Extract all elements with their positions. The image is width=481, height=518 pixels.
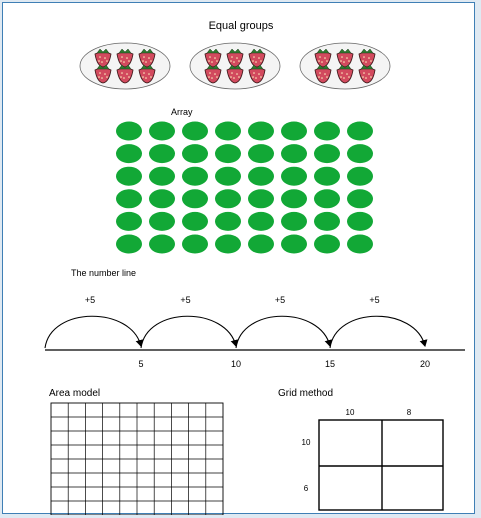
- array-dot: [182, 144, 208, 163]
- array-dot: [281, 189, 307, 208]
- array-dot: [281, 144, 307, 163]
- jump-arc: [45, 316, 141, 348]
- equal-group: [300, 43, 390, 89]
- grid-column-header: 10: [346, 408, 355, 417]
- array-title: Array: [171, 107, 193, 117]
- array-dot: [182, 167, 208, 186]
- array-dot: [182, 235, 208, 254]
- array-dot: [215, 144, 241, 163]
- equal-group: [80, 43, 170, 89]
- grid-method-table: 10 8 10 6: [302, 408, 443, 510]
- array-dot: [347, 122, 373, 141]
- array-dot: [347, 235, 373, 254]
- array-dot: [347, 212, 373, 231]
- array-dot: [248, 167, 274, 186]
- tick-label: 10: [231, 359, 241, 369]
- jump-label: +5: [85, 295, 95, 305]
- tick-label: 5: [138, 359, 143, 369]
- array-dot: [281, 122, 307, 141]
- array-dot: [281, 235, 307, 254]
- array-dot: [281, 167, 307, 186]
- array-dot: [149, 122, 175, 141]
- jump-label: +5: [275, 295, 285, 305]
- tick-label: 20: [420, 359, 430, 369]
- array-dot: [215, 189, 241, 208]
- equal-groups: [80, 43, 390, 89]
- array-dot: [314, 122, 340, 141]
- area-model-title: Area model: [49, 388, 100, 399]
- array-dot: [314, 144, 340, 163]
- grid-column-header: 8: [407, 408, 412, 417]
- array-dot: [281, 212, 307, 231]
- array-dot: [149, 144, 175, 163]
- grid-method-title: Grid method: [278, 388, 333, 399]
- array-dot: [215, 167, 241, 186]
- array-dot: [215, 235, 241, 254]
- grid-method-outline: [319, 420, 443, 510]
- array-dot: [347, 144, 373, 163]
- jump-label: +5: [180, 295, 190, 305]
- array-dot: [347, 167, 373, 186]
- array-dot: [215, 212, 241, 231]
- array-dot: [116, 144, 142, 163]
- array-dot: [182, 122, 208, 141]
- array-dots: [116, 122, 373, 254]
- array-dot: [149, 167, 175, 186]
- array-dot: [248, 144, 274, 163]
- grid-row-header: 6: [304, 484, 309, 493]
- array-dot: [116, 122, 142, 141]
- array-dot: [248, 235, 274, 254]
- array-dot: [314, 189, 340, 208]
- array-dot: [182, 212, 208, 231]
- array-dot: [149, 235, 175, 254]
- array-dot: [116, 235, 142, 254]
- array-dot: [248, 122, 274, 141]
- grid-row-header: 10: [302, 438, 311, 447]
- array-dot: [116, 189, 142, 208]
- array-dot: [347, 189, 373, 208]
- array-dot: [116, 167, 142, 186]
- tick-label: 15: [325, 359, 335, 369]
- array-dot: [248, 212, 274, 231]
- number-line-title: The number line: [71, 268, 136, 278]
- jump-arc: [330, 316, 425, 348]
- array-dot: [248, 189, 274, 208]
- array-dot: [116, 212, 142, 231]
- equal-group: [190, 43, 280, 89]
- array-dot: [149, 189, 175, 208]
- jump-arc: [236, 316, 330, 348]
- array-dot: [215, 122, 241, 141]
- array-dot: [314, 235, 340, 254]
- area-model-grid: [51, 403, 223, 515]
- equal-groups-title: Equal groups: [209, 20, 274, 32]
- array-dot: [314, 167, 340, 186]
- jump-arc: [141, 316, 236, 348]
- jump-label: +5: [369, 295, 379, 305]
- multiplication-models-diagram: Equal groups Array The number line +55+5…: [3, 3, 476, 515]
- array-dot: [314, 212, 340, 231]
- array-dot: [149, 212, 175, 231]
- array-dot: [182, 189, 208, 208]
- number-line-jumps: +5 5 +5 10 +5 15 +5 20: [45, 295, 430, 369]
